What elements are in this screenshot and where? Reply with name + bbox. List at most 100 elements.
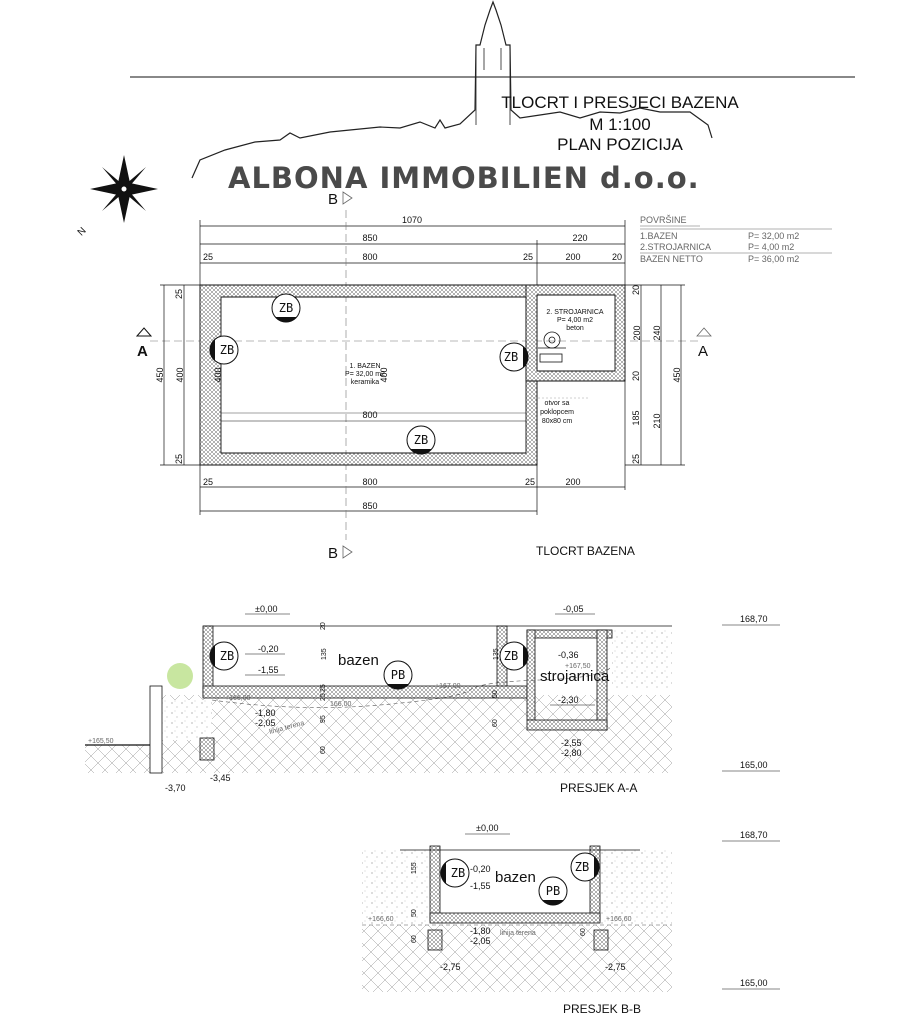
- tree-icon: [167, 663, 193, 689]
- pool-area: P= 32,00 m2: [345, 371, 385, 378]
- section-bb: ±0,00 -0,20 -1,55 -1,80 -2,05 -2,75 -2,7…: [362, 823, 780, 1016]
- areas-heading: POVRŠINE: [640, 215, 687, 225]
- dim-label: 400: [175, 367, 185, 382]
- plan-scale: M 1:100: [589, 115, 650, 134]
- header: TLOCRT I PRESJECI BAZENA M 1:100 PLAN PO…: [76, 0, 855, 238]
- level-label: -0,36: [558, 650, 579, 660]
- level-label: -2,75: [605, 962, 626, 972]
- machine-room-finish: beton: [566, 325, 584, 332]
- level-label: -2,05: [255, 718, 276, 728]
- dim-label: 60: [492, 719, 499, 727]
- plan-dims-right: [625, 284, 685, 466]
- room-label-pool: bazen: [338, 652, 379, 669]
- dim-label: 25: [174, 289, 184, 299]
- footing: [427, 929, 443, 951]
- terrain-level: 166,00: [330, 701, 352, 708]
- dim-label: 200: [632, 325, 642, 340]
- zb-label: ZB: [279, 301, 293, 315]
- dim-label: 450: [155, 367, 165, 382]
- pool-label: 1. BAZEN: [349, 363, 380, 370]
- area-row-label: 1.BAZEN: [640, 231, 678, 241]
- brand-name: ALBONA IMMOBILIEN d.o.o.: [228, 161, 700, 195]
- dim-label: 850: [362, 233, 377, 243]
- altitude-label: 168,70: [740, 614, 768, 624]
- dim-label: 25: [525, 477, 535, 487]
- level-label: -3,70: [165, 783, 186, 793]
- zb-label: ZB: [220, 649, 234, 663]
- dim-label: 1070: [402, 215, 422, 225]
- dim-label: 60: [411, 935, 418, 943]
- dim-label: 450: [672, 367, 682, 382]
- zb-label: ZB: [504, 350, 518, 364]
- dim-label: 20: [612, 252, 622, 262]
- pb-label: PB: [391, 668, 405, 682]
- pb-label: PB: [546, 884, 560, 898]
- section-arrow-icon: [696, 327, 712, 337]
- level-label: -1,80: [255, 708, 276, 718]
- zb-marker: ZB: [499, 342, 529, 372]
- area-row-label: BAZEN NETTO: [640, 254, 703, 264]
- earth-fill: [162, 695, 672, 773]
- plan-subtitle: PLAN POZICIJA: [557, 135, 683, 154]
- pb-marker: PB: [538, 876, 568, 906]
- dim-label: 25: [174, 454, 184, 464]
- dim-label: 800: [362, 477, 377, 487]
- dim-label: 25: [523, 252, 533, 262]
- earth-fill: [85, 745, 162, 773]
- zb-label: ZB: [414, 433, 428, 447]
- dim-label: 185: [631, 410, 641, 425]
- zb-marker: ZB: [406, 425, 436, 455]
- pump-icon: [538, 331, 566, 363]
- town-skyline-icon: [191, 0, 713, 179]
- section-arrow-icon: [342, 545, 353, 559]
- section-aa-caption: PRESJEK A-A: [560, 781, 637, 795]
- level-label: -0,05: [563, 604, 584, 614]
- zb-label: ZB: [451, 866, 465, 880]
- machine-room-area: P= 4,00 m2: [557, 317, 593, 324]
- dim-label: 25: [631, 454, 641, 464]
- level-label: -2,30: [558, 695, 579, 705]
- dim-label: 400: [213, 367, 223, 382]
- footing: [593, 929, 609, 951]
- plan-caption: TLOCRT BAZENA: [536, 544, 635, 558]
- retaining-wall: [149, 685, 163, 774]
- level-label: -1,80: [470, 926, 491, 936]
- area-row-label: 2.STROJARNICA: [640, 242, 711, 252]
- earth-fill: [362, 925, 672, 992]
- tower-detail-icon: [475, 45, 511, 125]
- compass-rose-icon: [90, 155, 158, 223]
- section-bb-caption: PRESJEK B-B: [563, 1002, 641, 1016]
- level-label: -1,55: [258, 665, 279, 675]
- zb-marker: ZB: [271, 293, 301, 323]
- opening-note: otvor sa: [545, 400, 570, 407]
- section-marker-b-top: B: [328, 191, 338, 208]
- level-label: -1,55: [470, 881, 491, 891]
- zb-marker: ZB: [209, 335, 239, 365]
- section-aa: ±0,00 -0,20 -1,55 -1,80 -2,05 -0,05 -0,3…: [85, 604, 780, 795]
- dim-label: 210: [652, 413, 662, 428]
- plan-title: TLOCRT I PRESJECI BAZENA: [501, 93, 739, 112]
- zb-label: ZB: [575, 860, 589, 874]
- level-label: ±0,00: [255, 604, 277, 614]
- dim-label: 20: [631, 371, 641, 381]
- pb-marker: PB: [383, 660, 413, 690]
- machine-room-label: 2. STROJARNICA: [546, 309, 604, 316]
- level-label: -2,05: [470, 936, 491, 946]
- opening-note: poklopcem: [540, 409, 574, 416]
- level-label: -2,75: [440, 962, 461, 972]
- section-slab: [526, 719, 608, 731]
- altitude-label: 165,00: [740, 760, 768, 770]
- section-marker-a-right: A: [698, 343, 708, 360]
- altitude-label: 165,00: [740, 978, 768, 988]
- zb-marker: ZB: [209, 641, 239, 671]
- area-row-value: P= 32,00 m2: [748, 231, 799, 241]
- terrain-level: +167,50: [565, 663, 591, 670]
- level-label: -2,55: [561, 738, 582, 748]
- terrain-level: +167,00: [435, 683, 461, 690]
- section-wall: [526, 629, 536, 721]
- dim-label: 220: [572, 233, 587, 243]
- floor-plan: 1070 850 220 25 800 25 200 20 B B A A 80…: [135, 191, 712, 562]
- section-arrow-icon: [135, 327, 153, 337]
- dim-label: 50: [492, 690, 499, 698]
